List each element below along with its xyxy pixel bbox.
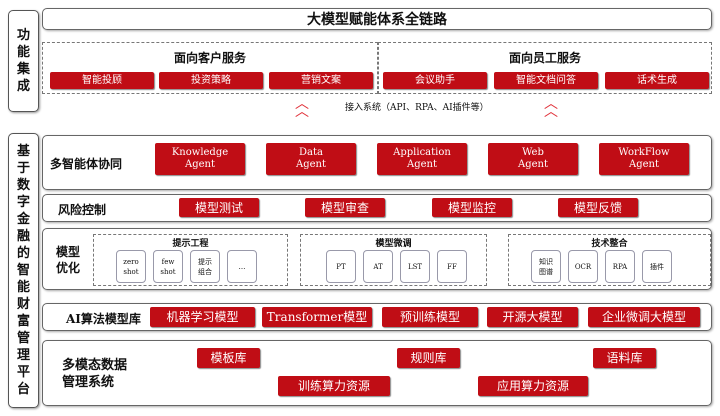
agent-suffix: Agent — [407, 159, 437, 170]
technique-card[interactable]: AT — [363, 250, 393, 283]
section-title: 面向客户服务 — [173, 51, 246, 65]
resource-button[interactable]: 语料库 — [593, 348, 656, 368]
agent-name: Data — [299, 147, 323, 158]
model-button[interactable]: Transformer模型 — [262, 307, 372, 327]
optimize-group: 技术整合知识图谱 OCR RPA 插件 — [508, 234, 711, 286]
risk-button[interactable]: 模型反馈 — [558, 198, 638, 217]
section-title: 面向员工服务 — [508, 51, 581, 65]
model-button[interactable]: 机器学习模型 — [150, 307, 255, 327]
row-label: 风险控制 — [58, 203, 107, 217]
access-systems: 接入系统（API、RPA、AI插件等） — [345, 103, 489, 113]
model-optimize-row — [42, 228, 712, 290]
technique-card[interactable]: LST — [400, 250, 430, 283]
technique-line: RPA — [612, 262, 628, 271]
technique-line: OCR — [574, 262, 592, 271]
technique-line: LST — [407, 262, 423, 271]
group-title: 提示工程 — [172, 239, 209, 249]
service-button[interactable]: 智能投顾 — [50, 72, 154, 89]
side-label-function: 功能集成 — [8, 10, 39, 112]
customer-services: 面向客户服务 — [42, 42, 378, 94]
resource-button[interactable]: 应用算力资源 — [478, 376, 588, 396]
risk-button[interactable]: 模型监控 — [432, 198, 512, 217]
service-button[interactable]: 会议助手 — [383, 72, 487, 89]
technique-line: PT — [336, 262, 346, 271]
label-line: 模型 — [56, 245, 81, 259]
agent-suffix: Agent — [518, 159, 548, 170]
technique-card[interactable]: … — [227, 250, 257, 283]
resource-button[interactable]: 规则库 — [397, 348, 460, 368]
service-button[interactable]: 投资策略 — [159, 72, 263, 89]
agent-name: WorkFlow — [618, 147, 670, 158]
technique-line: FF — [447, 262, 457, 271]
service-button[interactable]: 话术生成 — [605, 72, 709, 89]
optimize-group: 模型微调 PT AT LST FF — [300, 234, 487, 286]
technique-card[interactable]: 插件 — [642, 250, 672, 283]
model-button[interactable]: 预训练模型 — [382, 307, 478, 327]
technique-card[interactable]: RPA — [605, 250, 635, 283]
side-label-platform: 基于数字金融的智能财富管理平台 — [8, 133, 39, 408]
technique-line: few — [161, 257, 175, 266]
row-label: 模型优化 — [56, 244, 80, 276]
resource-button[interactable]: 训练算力资源 — [278, 376, 390, 396]
technique-card[interactable]: 提示组合 — [190, 250, 220, 283]
agent-name: Application — [393, 147, 451, 158]
side-text: 功能集成 — [16, 28, 30, 94]
row-label: 多智能体协同 — [50, 157, 123, 171]
risk-button[interactable]: 模型测试 — [179, 198, 259, 217]
group-title: 技术整合 — [591, 239, 628, 249]
model-button[interactable]: 企业微调大模型 — [588, 307, 700, 327]
row-label: AI算法模型库 — [66, 312, 141, 326]
technique-line: 组合 — [198, 267, 212, 276]
technique-card[interactable]: PT — [326, 250, 356, 283]
agent-suffix: Agent — [296, 159, 326, 170]
risk-row — [42, 194, 712, 222]
label-line: 管理系统 — [62, 375, 115, 390]
technique-card[interactable]: FF — [437, 250, 467, 283]
resource-button[interactable]: 模板库 — [197, 348, 260, 368]
agent-name: Knowledge — [171, 147, 229, 158]
risk-button[interactable]: 模型审查 — [305, 198, 385, 217]
model-button[interactable]: 开源大模型 — [487, 307, 578, 327]
employee-services: 面向员工服务 — [378, 42, 712, 94]
up-arrow-icon: ︿︿ — [544, 96, 558, 120]
page-title: 大模型赋能体系全链路 — [42, 8, 712, 30]
technique-line: … — [238, 262, 246, 271]
technique-card[interactable]: 知识图谱 — [531, 250, 561, 283]
agent-suffix: Agent — [629, 159, 659, 170]
technique-line: shot — [160, 267, 176, 276]
up-arrow-icon: ︿︿ — [295, 96, 309, 120]
technique-card[interactable]: OCR — [568, 250, 598, 283]
algorithm-row — [42, 303, 712, 331]
technique-line: 知识 — [539, 257, 553, 266]
multimodal-row — [42, 340, 712, 406]
technique-line: zero — [123, 257, 139, 266]
technique-line: 图谱 — [539, 267, 553, 276]
label-line: 多模态数据 — [62, 358, 128, 373]
agent-suffix: Agent — [185, 159, 215, 170]
label-line: 优化 — [56, 261, 81, 275]
service-button[interactable]: 营销文案 — [269, 72, 373, 89]
group-title: 模型微调 — [375, 239, 412, 249]
side-text: 基于数字金融的智能财富管理平台 — [16, 144, 30, 397]
agent-name: Web — [522, 147, 544, 158]
multi-agent-row — [42, 135, 712, 190]
technique-line: shot — [123, 267, 139, 276]
row-label: 多模态数据管理系统 — [62, 357, 127, 391]
technique-line: 提示 — [198, 257, 212, 266]
technique-line: AT — [373, 262, 383, 271]
technique-line: 插件 — [650, 262, 664, 271]
service-button[interactable]: 智能文档问答 — [494, 72, 598, 89]
